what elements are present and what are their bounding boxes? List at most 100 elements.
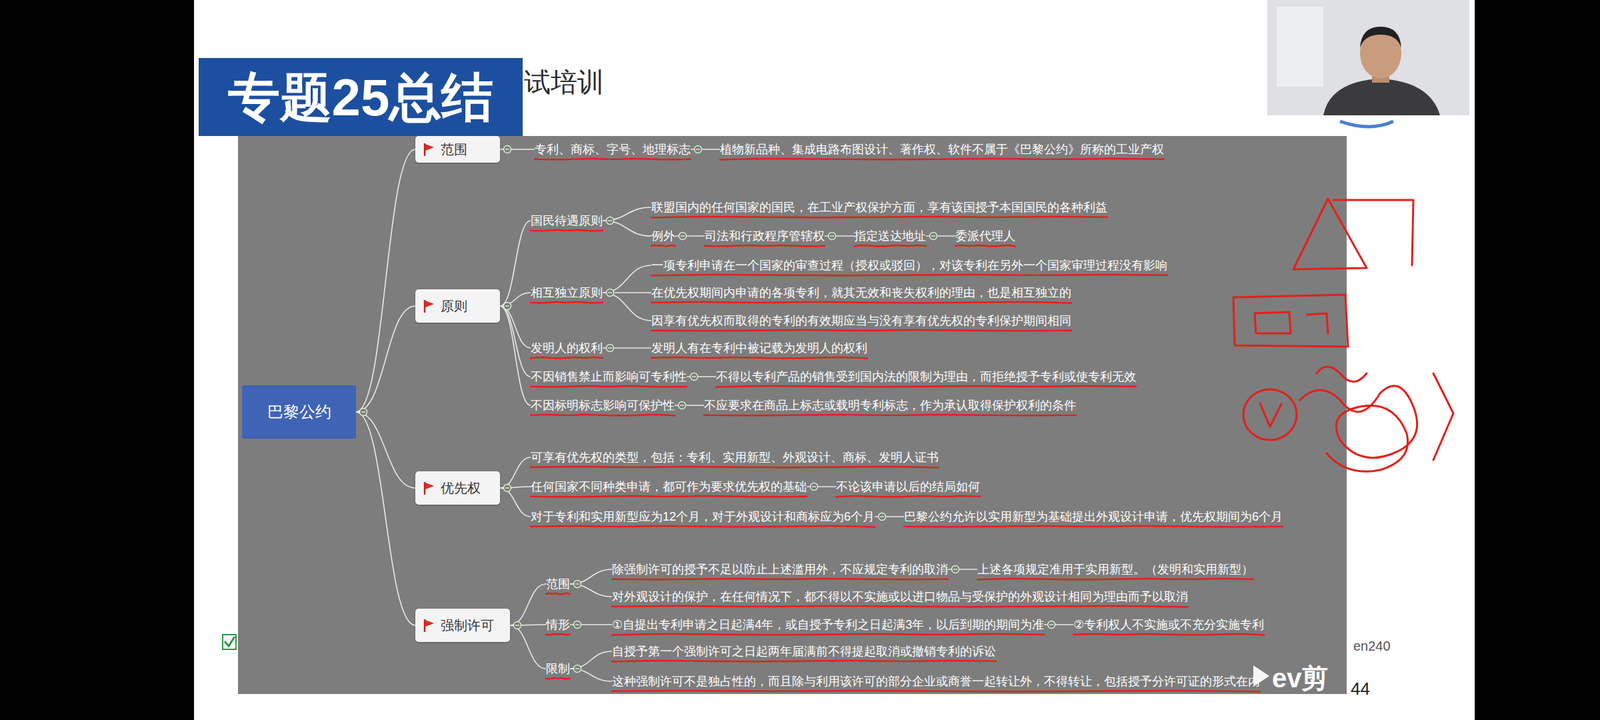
collapse-marker — [574, 580, 582, 588]
handwritten-underline — [651, 274, 1168, 276]
node-text: 范围 — [440, 140, 468, 158]
collapse-marker — [828, 232, 836, 240]
presenter-shoulders — [1323, 78, 1440, 116]
subtopic-text: 对于专利和实用新型应为12个月，对于外观设计和商标应为6个月 — [530, 508, 875, 525]
node-text: 范围 — [546, 576, 570, 592]
handwritten-underline — [651, 216, 1108, 218]
marker-minus — [505, 487, 510, 488]
handwritten-underline — [534, 158, 691, 160]
subtopic-text: 这种强制许可不是独占性的，而且除与利用该许可的部分企业或商誉一起转让外，不得转让… — [612, 673, 1260, 690]
branch-line — [602, 347, 652, 349]
handwritten-underline — [612, 660, 996, 662]
node-text: 不得以专利产品的销售受到国内法的限制为理由，而拒绝授予专利或使专利无效 — [716, 368, 1136, 385]
node-text: 限制 — [546, 660, 570, 677]
subtopic-text: 发明人有在专利中被记载为发明人的权利 — [651, 340, 868, 356]
node-text: 植物新品种、集成电路布图设计、著作权、软件不属于《巴黎公约》所称的工业产权 — [720, 141, 1164, 158]
flag-cloth — [425, 300, 434, 308]
collapse-marker — [504, 484, 512, 492]
node-text: 情形 — [546, 616, 570, 633]
node-text: 国民待遇原则 — [530, 212, 603, 229]
subtopic-text: 专利、商标、字号、地理标志 — [534, 141, 691, 158]
branch-line — [500, 306, 531, 406]
marker-minus — [880, 516, 884, 517]
handwritten-circle — [1243, 389, 1297, 440]
subtopic-text: 上述各项规定准用于实用新型。（发明和实用新型） — [977, 561, 1254, 578]
check-mark — [224, 636, 235, 646]
handwritten-underline — [904, 526, 1283, 527]
flag-cloth — [425, 620, 434, 627]
node-text: 强制许可 — [440, 616, 494, 634]
handwritten-underline — [546, 634, 570, 635]
node-text: 这种强制许可不是独占性的，而且除与利用该许可的部分企业或商誉一起转让外，不得转让… — [612, 673, 1260, 690]
subtopic-text: ①自提出专利申请之日起满4年，或自授予专利之日起满3年，以后到期的期间为准 — [612, 616, 1044, 633]
handwritten-underline — [704, 245, 825, 246]
handwritten-stroke — [1316, 366, 1367, 382]
marker-minus — [1049, 624, 1054, 625]
node-text: 司法和行政程序管辖权 — [704, 228, 825, 244]
handwritten-underline — [720, 158, 1164, 160]
node-text: 相互独立原则 — [530, 284, 603, 301]
marker-minus — [608, 292, 612, 293]
webcam-frame — [1267, 0, 1470, 116]
handwritten-underline — [716, 386, 1136, 387]
handwritten-underline — [530, 496, 807, 497]
handwritten-underline — [530, 302, 603, 303]
handwritten-underline — [530, 230, 603, 231]
handwritten-stroke — [1433, 373, 1454, 460]
watermark: ev剪 — [1272, 660, 1329, 697]
collapse-marker — [606, 289, 614, 297]
collapse-marker — [810, 483, 818, 491]
node-text: 发明人的权利 — [530, 340, 603, 356]
marker-minus — [692, 376, 696, 377]
marker-circle — [690, 373, 698, 381]
node-text: 例外 — [651, 228, 676, 244]
header-arc — [1340, 121, 1394, 127]
subtopic-text: 对外观设计的保护，在任何情况下，都不得以不实施或以进口物品与受保护的外观设计相同… — [612, 588, 1188, 605]
node-text: 委派代理人 — [955, 228, 1016, 244]
handwritten-underline — [546, 678, 570, 679]
handwriting — [1233, 198, 1454, 472]
collapse-marker — [504, 146, 512, 154]
branch-line — [570, 624, 612, 626]
handwritten-underline — [836, 496, 980, 497]
marker-minus — [505, 305, 510, 306]
marker-minus — [680, 235, 685, 236]
subtopic-text: 限制 — [546, 660, 570, 677]
marker-minus — [812, 486, 816, 487]
subtopic-text: 司法和行政程序管辖权 — [704, 228, 825, 244]
collapse-marker — [504, 302, 512, 310]
node-text: 对于专利和实用新型应为12个月，对于外观设计和商标应为6个月 — [530, 508, 875, 525]
marker-circle — [574, 621, 582, 629]
topic-box: 优先权 — [415, 471, 500, 505]
marker-circle — [1048, 621, 1056, 629]
header-text: 试培训 — [524, 64, 604, 101]
flag-pole — [424, 300, 426, 313]
marker-circle — [504, 302, 512, 310]
branch-line — [602, 292, 652, 321]
marker-circle — [574, 580, 582, 588]
marker-minus — [361, 411, 366, 412]
node-text: 不因销售禁止而影响可专利性 — [530, 368, 687, 385]
subtopic-text: 情形 — [546, 616, 570, 633]
flag-pole — [424, 143, 426, 156]
marker-minus — [931, 235, 936, 236]
subtopic-text: 任何国家不同种类申请，都可作为要求优先权的基础 — [530, 478, 807, 495]
collapse-marker — [678, 402, 686, 410]
subtopic-text: 委派代理人 — [955, 228, 1016, 244]
handwritten-underline — [530, 466, 939, 468]
topic-box: 原则 — [415, 289, 500, 323]
node-text: 不论该申请以后的结局如何 — [836, 478, 980, 495]
node-text: 不因标明标志影响可保护性 — [530, 397, 675, 414]
subtopic-text: 相互独立原则 — [530, 284, 603, 301]
webcam-view — [1267, 0, 1470, 116]
collapse-marker — [878, 513, 886, 521]
handwritten-underline — [530, 357, 603, 358]
node-text: 专利、商标、字号、地理标志 — [534, 141, 691, 158]
marker-minus — [575, 583, 580, 584]
collapse-marker — [574, 665, 582, 673]
handwritten-underline — [612, 578, 948, 580]
marker-circle — [504, 146, 512, 154]
handwritten-underline — [651, 245, 676, 246]
marker-circle — [810, 483, 818, 491]
handwritten-underline — [530, 414, 675, 416]
